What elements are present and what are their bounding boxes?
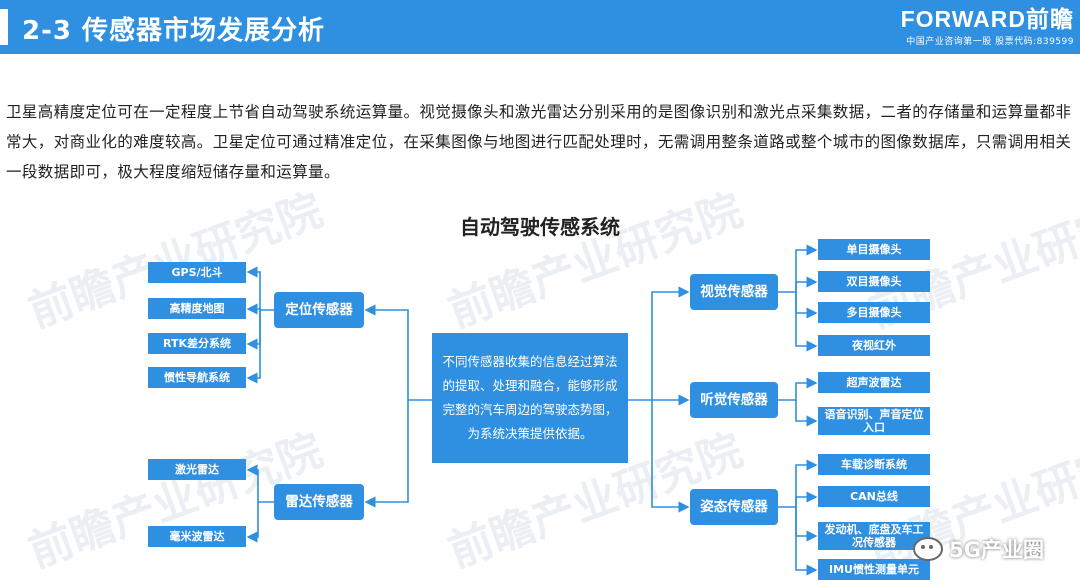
leaf-gps-beidou: GPS/北斗 [148,262,246,283]
leaf-mono-camera: 单目摄像头 [818,239,930,260]
brand-block: FORWARD前瞻 中国产业咨询第一股 股票代码:839599 [901,6,1074,47]
wechat-icon [913,537,944,561]
leaf-can-bus: CAN总线 [818,486,930,507]
group-audio-sensor: 听觉传感器 [690,382,778,418]
leaf-ultrasonic-radar: 超声波雷达 [818,372,930,393]
leaf-hd-map: 高精度地图 [148,298,246,319]
diagram-title: 自动驾驶传感系统 [460,215,620,239]
brand-logo: FORWARD前瞻 [900,6,1074,32]
leaf-multi-camera: 多目摄像头 [818,302,930,323]
center-fusion-box: 不同传感器收集的信息经过算法的提取、处理和融合，能够形成完整的汽车周边的驾驶态势… [432,333,628,463]
leaf-lidar: 激光雷达 [148,459,246,480]
leaf-night-ir: 夜视红外 [818,335,930,356]
group-attitude-sensor: 姿态传感器 [690,489,778,525]
header-bar: 2-3 传感器市场发展分析 FORWARD前瞻 中国产业咨询第一股 股票代码:8… [0,0,1080,54]
leaf-stereo-camera: 双目摄像头 [818,271,930,292]
intro-paragraph: 卫星高精度定位可在一定程度上节省自动驾驶系统运算量。视觉摄像头和激光雷达分别采用… [6,103,1072,181]
leaf-ins: 惯性导航系统 [148,367,246,388]
leaf-mmwave-radar: 毫米波雷达 [148,526,246,547]
header-accent-bar [0,9,8,45]
group-vision-sensor: 视觉传感器 [690,274,778,310]
page-title: 2-3 传感器市场发展分析 [22,16,326,46]
leaf-obd: 车载诊断系统 [818,454,930,475]
brand-tagline: 中国产业咨询第一股 股票代码:839599 [906,37,1074,47]
leaf-rtk: RTK差分系统 [148,333,246,354]
social-account-name: 5G产业圈 [949,538,1044,562]
group-radar-sensor: 雷达传感器 [274,484,364,520]
leaf-engine-chassis: 发动机、底盘及车工况传感器 [818,522,930,550]
leaf-voice-entry: 语音识别、声音定位入口 [818,407,930,435]
leaf-imu: IMU惯性测量单元 [818,559,930,580]
social-account-badge: 5G产业圈 [913,534,1044,564]
group-positioning-sensor: 定位传感器 [274,292,364,328]
